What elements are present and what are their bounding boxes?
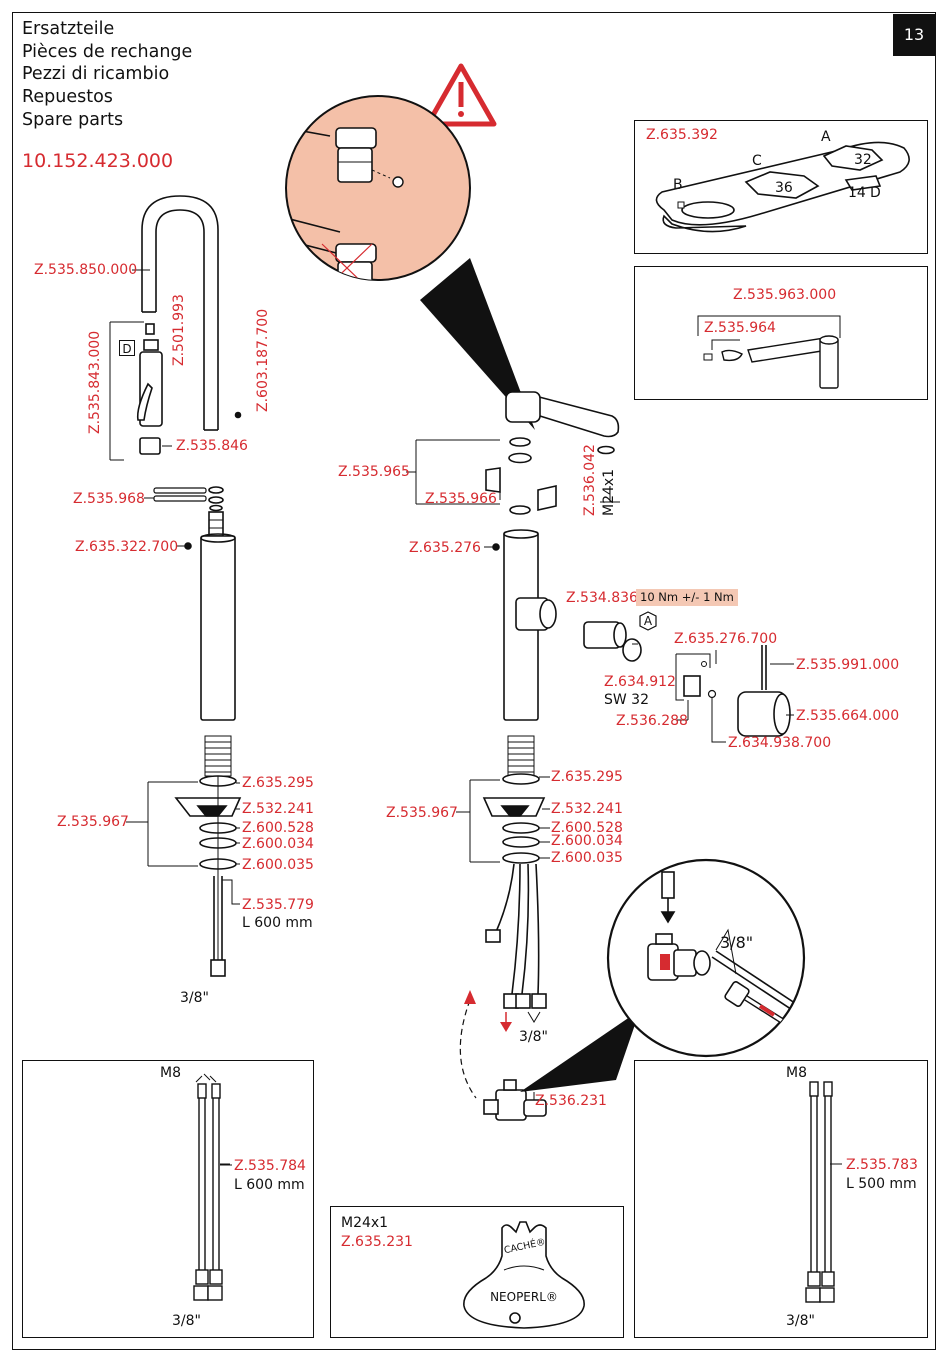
title-es: Repuestos xyxy=(22,87,113,108)
label-group: Z.535.843.000 xyxy=(87,330,103,434)
right-box-m8: M8 xyxy=(786,1065,807,1081)
left-box-thread: 3/8" xyxy=(172,1313,201,1329)
wrench-size-14: 14 xyxy=(848,185,866,201)
label-ring1-left: Z.600.528 xyxy=(242,820,314,836)
label-pin: Z.635.322.700 xyxy=(75,539,179,555)
wrench-letter-d: D xyxy=(870,185,881,201)
label-screw: Z.501.993 xyxy=(171,294,187,366)
torque-badge: 10 Nm +/- 1 Nm xyxy=(636,589,738,606)
label-lever-kit: Z.535.963.000 xyxy=(733,287,837,303)
label-spout: Z.535.850.000 xyxy=(34,262,138,278)
label-lever-pin: Z.535.991.000 xyxy=(796,657,900,673)
label-adapter: Z.535.846 xyxy=(176,438,248,454)
supply-length: L 600 mm xyxy=(242,915,313,931)
aerator-brand-neoperl: NEOPERL® xyxy=(490,1290,558,1304)
wrench-size-36: 36 xyxy=(775,180,793,196)
article-number: 10.152.423.000 xyxy=(22,150,174,172)
spout-detail-zoom xyxy=(285,95,535,430)
title-en: Spare parts xyxy=(22,109,124,130)
hose-box-left xyxy=(22,1060,314,1338)
aerator-box xyxy=(330,1206,624,1338)
wrench-size: SW 32 xyxy=(604,692,649,708)
lever-drawing xyxy=(697,315,841,389)
title-it: Pezzi di ricambio xyxy=(22,64,170,85)
warning-triangle-icon xyxy=(425,63,497,127)
zoom-thread: 3/8" xyxy=(720,933,754,952)
label-wrench: Z.635.392 xyxy=(646,127,718,143)
label-cartridge-nut: Z.634.912 xyxy=(604,674,676,690)
label-fixing-set-center: Z.535.967 xyxy=(386,805,458,821)
label-supply-hose: Z.535.779 xyxy=(242,897,314,913)
wrench-drawing xyxy=(655,141,910,233)
label-clip: Z.535.966 xyxy=(425,491,497,507)
aerator-key-drawing xyxy=(463,1221,585,1329)
label-hose-500: Z.535.783 xyxy=(846,1157,918,1173)
wrench-letter-c: C xyxy=(752,153,762,169)
label-nut-center: Z.600.035 xyxy=(551,850,623,866)
spout-thread: M24x1 xyxy=(601,468,617,516)
lever-box xyxy=(634,266,928,400)
label-lever-handle: Z.535.664.000 xyxy=(796,708,900,724)
wrench-box xyxy=(634,120,928,254)
left-assembly-drawing xyxy=(109,195,242,977)
wrench-size-32: 32 xyxy=(854,152,872,168)
label-hose-600: Z.535.784 xyxy=(234,1158,306,1174)
aerator-thread: M24x1 xyxy=(341,1215,389,1231)
hose-600-length: L 600 mm xyxy=(234,1177,305,1193)
title-fr: Pièces de rechange xyxy=(22,41,193,62)
label-seal-set: Z.535.965 xyxy=(338,464,410,480)
label-bracket-center: Z.532.241 xyxy=(551,801,623,817)
right-hose-drawing xyxy=(805,1081,835,1303)
title-de: Ersatzteile xyxy=(22,19,115,39)
arrow-down-icon xyxy=(500,1012,512,1032)
label-ring2-left: Z.600.034 xyxy=(242,836,314,852)
label-nut-left: Z.600.035 xyxy=(242,857,314,873)
label-ring1-center: Z.600.528 xyxy=(551,820,623,836)
label-bracket-left: Z.532.241 xyxy=(242,801,314,817)
label-hose: Z.603.187.700 xyxy=(255,308,271,412)
hose-500-length: L 500 mm xyxy=(846,1176,917,1192)
label-spout-seal: Z.536.042 xyxy=(582,444,598,516)
left-hose-drawing xyxy=(193,1075,230,1301)
label-washer-center: Z.635.295 xyxy=(551,769,623,785)
label-cartridge: Z.534.836 xyxy=(566,590,638,606)
label-washer-left: Z.635.295 xyxy=(242,775,314,791)
label-aerator: Z.635.231 xyxy=(341,1234,413,1250)
left-thread: 3/8" xyxy=(180,990,209,1006)
label-connector: Z.536.231 xyxy=(535,1093,607,1109)
leader-lines xyxy=(132,269,842,1166)
wrench-letter-a: A xyxy=(821,129,831,145)
center-assembly-drawing xyxy=(406,391,791,1121)
label-fixing-set-left: Z.535.967 xyxy=(57,814,129,830)
label-ring2-center: Z.600.034 xyxy=(551,833,623,849)
group-badge: D xyxy=(119,340,135,356)
connector-detail-zoom xyxy=(520,858,806,1092)
label-adapter-block: Z.536.288 xyxy=(616,713,688,729)
label-lever-clip: Z.535.964 xyxy=(704,320,776,336)
center-thread: 3/8" xyxy=(519,1029,548,1045)
left-box-m8: M8 xyxy=(160,1065,181,1081)
arrow-up-icon xyxy=(464,990,476,1004)
page-frame xyxy=(12,12,936,1350)
label-set-screw: Z.634.938.700 xyxy=(728,735,832,751)
page-number: 13 xyxy=(893,14,935,56)
label-center-pin: Z.635.276 xyxy=(409,540,481,556)
wrench-letter-b: B xyxy=(673,177,683,193)
label-grub-screw: Z.635.276.700 xyxy=(674,631,778,647)
wrench-letter: A xyxy=(643,614,653,628)
hose-box-right xyxy=(634,1060,928,1338)
label-orings: Z.535.968 xyxy=(73,491,145,507)
right-box-thread: 3/8" xyxy=(786,1313,815,1329)
